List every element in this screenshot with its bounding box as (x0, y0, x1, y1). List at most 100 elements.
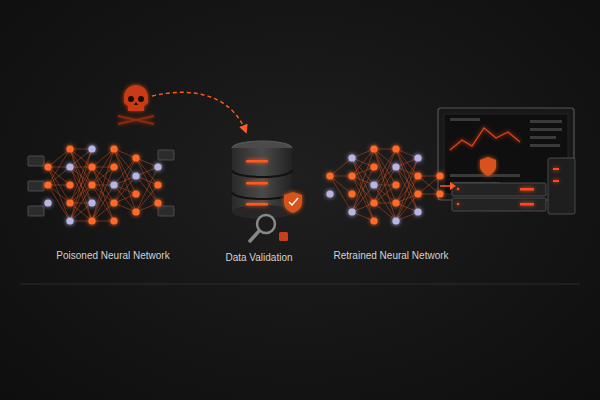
network-neuron (414, 190, 421, 197)
network-link (352, 176, 374, 221)
network-neuron (66, 199, 73, 206)
network-neuron (88, 217, 95, 224)
network-neuron (44, 199, 51, 206)
network-link (114, 149, 136, 194)
network-node: Retrained Neural Network (330, 134, 440, 236)
network-neuron (154, 181, 161, 188)
skull-icon (118, 85, 154, 124)
magnifier-icon (250, 215, 275, 241)
network-neuron (392, 199, 399, 206)
network-link (92, 167, 114, 221)
network-link (396, 158, 418, 203)
network-neuron (132, 172, 139, 179)
network-link (330, 158, 352, 176)
network-neuron (370, 145, 377, 152)
network-link (92, 203, 114, 221)
network-neuron (110, 199, 117, 206)
network-neuron (436, 190, 443, 197)
network-neuron (348, 208, 355, 215)
network-link (396, 149, 418, 194)
network-neuron (392, 217, 399, 224)
network-link (352, 167, 374, 212)
node-label: Data Validation (225, 252, 292, 264)
network-neuron (66, 163, 73, 170)
network-neuron (370, 199, 377, 206)
network-illustrations (44, 145, 443, 224)
check-mark (289, 198, 298, 205)
network-neuron (370, 217, 377, 224)
network-neuron (154, 163, 161, 170)
flow-arrow (308, 185, 328, 187)
database-icon (232, 141, 292, 219)
network-neuron (88, 163, 95, 170)
network-link (48, 149, 70, 167)
network-neuron (436, 172, 443, 179)
network-link (48, 185, 70, 203)
network-link (92, 167, 114, 221)
server-rack (452, 158, 575, 214)
network-neuron (414, 154, 421, 161)
network-neuron (348, 154, 355, 161)
network-neuron (110, 217, 117, 224)
network-link (114, 158, 136, 203)
flow-arrow (160, 185, 226, 187)
network-neuron (414, 208, 421, 215)
network-link (70, 203, 92, 221)
network-neuron (44, 181, 51, 188)
network-neuron (348, 172, 355, 179)
network-neuron (414, 172, 421, 179)
network-neuron (154, 199, 161, 206)
network-neuron (392, 181, 399, 188)
network-neuron (66, 181, 73, 188)
network-neuron (110, 145, 117, 152)
network-link (374, 149, 396, 203)
network-neuron (88, 145, 95, 152)
network-link (136, 185, 158, 212)
network-neuron (348, 190, 355, 197)
network-neuron (326, 190, 333, 197)
network-neuron (392, 145, 399, 152)
network-link (330, 176, 352, 194)
network-link (374, 149, 396, 203)
node-label: Poisoned Neural Network (56, 250, 169, 262)
neural-network-icon (44, 145, 161, 224)
network-link (374, 203, 396, 221)
network-neuron (44, 163, 51, 170)
network-link (92, 149, 114, 167)
network-link (136, 158, 158, 203)
network-neuron (132, 208, 139, 215)
network-neuron (66, 217, 73, 224)
label-holder: Retrained Neural Network (333, 236, 448, 262)
network-neuron (132, 190, 139, 197)
network-link (48, 167, 70, 185)
network-link (418, 176, 440, 194)
network-neuron (132, 154, 139, 161)
network-link (396, 176, 418, 221)
network-link (396, 194, 418, 221)
database-node: Data Validation (228, 138, 306, 246)
network-neuron (88, 199, 95, 206)
network-neuron (88, 181, 95, 188)
network-neuron (392, 163, 399, 170)
network-neuron (326, 172, 333, 179)
tag-icon (279, 232, 288, 241)
network-node: Poisoned Neural Network (48, 136, 158, 236)
network-link (114, 176, 136, 203)
network-neuron (110, 163, 117, 170)
network-link (352, 185, 374, 212)
network-link (70, 167, 92, 221)
label-holder: Poisoned Neural Network (56, 236, 169, 262)
shield-icon (284, 192, 302, 213)
network-neuron (66, 145, 73, 152)
attack-arrow (152, 92, 246, 132)
network-link (374, 185, 396, 203)
neural-network-icon (326, 145, 443, 224)
network-link (48, 167, 70, 221)
network-neuron (370, 163, 377, 170)
label-holder: Data Validation (225, 246, 292, 264)
output-arrowhead (450, 182, 456, 190)
